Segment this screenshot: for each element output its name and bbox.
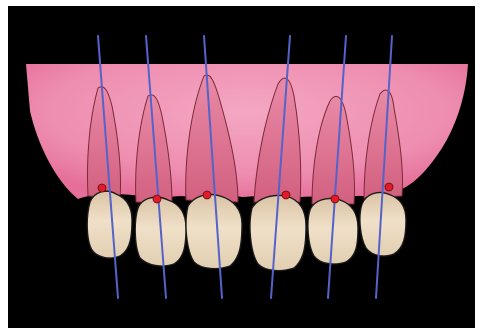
zenith-point-1	[98, 184, 106, 192]
zenith-point-6	[385, 183, 393, 191]
tooth-crown-6	[360, 192, 406, 256]
dental-axis-illustration	[8, 6, 475, 328]
zenith-point-5	[331, 195, 339, 203]
zenith-point-4	[282, 191, 290, 199]
illustration-canvas	[8, 6, 475, 328]
zenith-point-3	[203, 191, 211, 199]
zenith-point-2	[153, 195, 161, 203]
crowns	[87, 191, 406, 270]
tooth-crown-1	[87, 191, 132, 258]
tooth-crown-3	[186, 194, 242, 268]
